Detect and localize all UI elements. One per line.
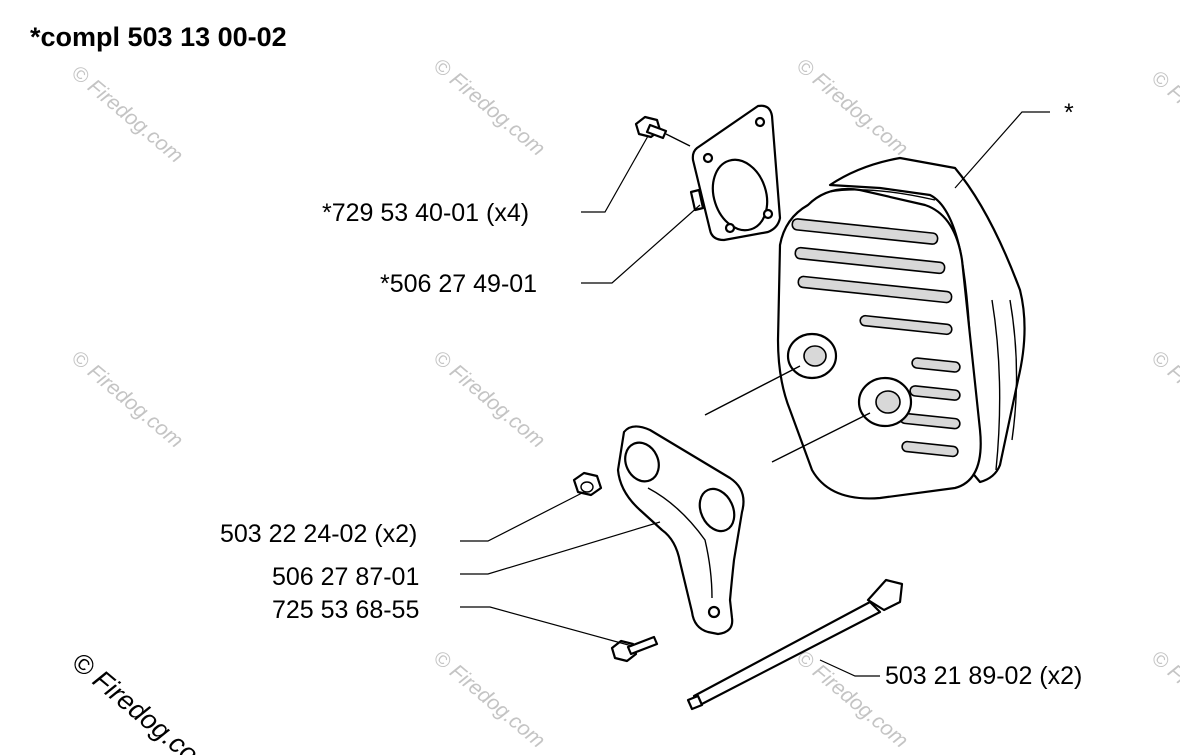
assembly-title: *compl 503 13 00-02 [30, 22, 287, 52]
label-screw-bottom: 725 53 68-55 [272, 596, 419, 624]
label-gasket: *506 27 49-01 [380, 270, 537, 298]
gasket-part [689, 104, 782, 242]
top-screw-part [634, 115, 691, 147]
label-bolt: 503 21 89-02 (x2) [885, 662, 1082, 690]
label-screw-top: *729 53 40-01 (x4) [322, 199, 529, 227]
watermark-2: © Firedog.com [429, 54, 550, 160]
muffler-part [704, 156, 1026, 500]
watermark-3: © Firedog.com [792, 54, 913, 160]
label-muffler: * [1064, 99, 1074, 127]
watermark-4: © Firedog.com [67, 346, 188, 452]
watermark-9: © Firedog.com [1147, 66, 1180, 172]
watermark-5: © Firedog.com [429, 346, 550, 452]
watermark-1: © Firedog.com [67, 61, 188, 167]
watermark-11: © Firedog.com [1147, 646, 1180, 752]
watermark-7: © Firedog.com [429, 646, 550, 752]
long-bolt-part [686, 578, 904, 711]
part-labels: *729 53 40-01 (x4) *506 27 49-01 * 503 2… [220, 99, 1082, 690]
watermark-corner: © Firedog.com [66, 647, 221, 755]
bracket-part [616, 425, 745, 636]
nut-part [572, 471, 603, 497]
label-bracket: 506 27 87-01 [272, 563, 419, 591]
watermark-10: © Firedog.com [1147, 346, 1180, 452]
label-nut: 503 22 24-02 (x2) [220, 520, 417, 548]
bottom-screw-part [610, 635, 659, 663]
leader-lines [460, 111, 1050, 677]
